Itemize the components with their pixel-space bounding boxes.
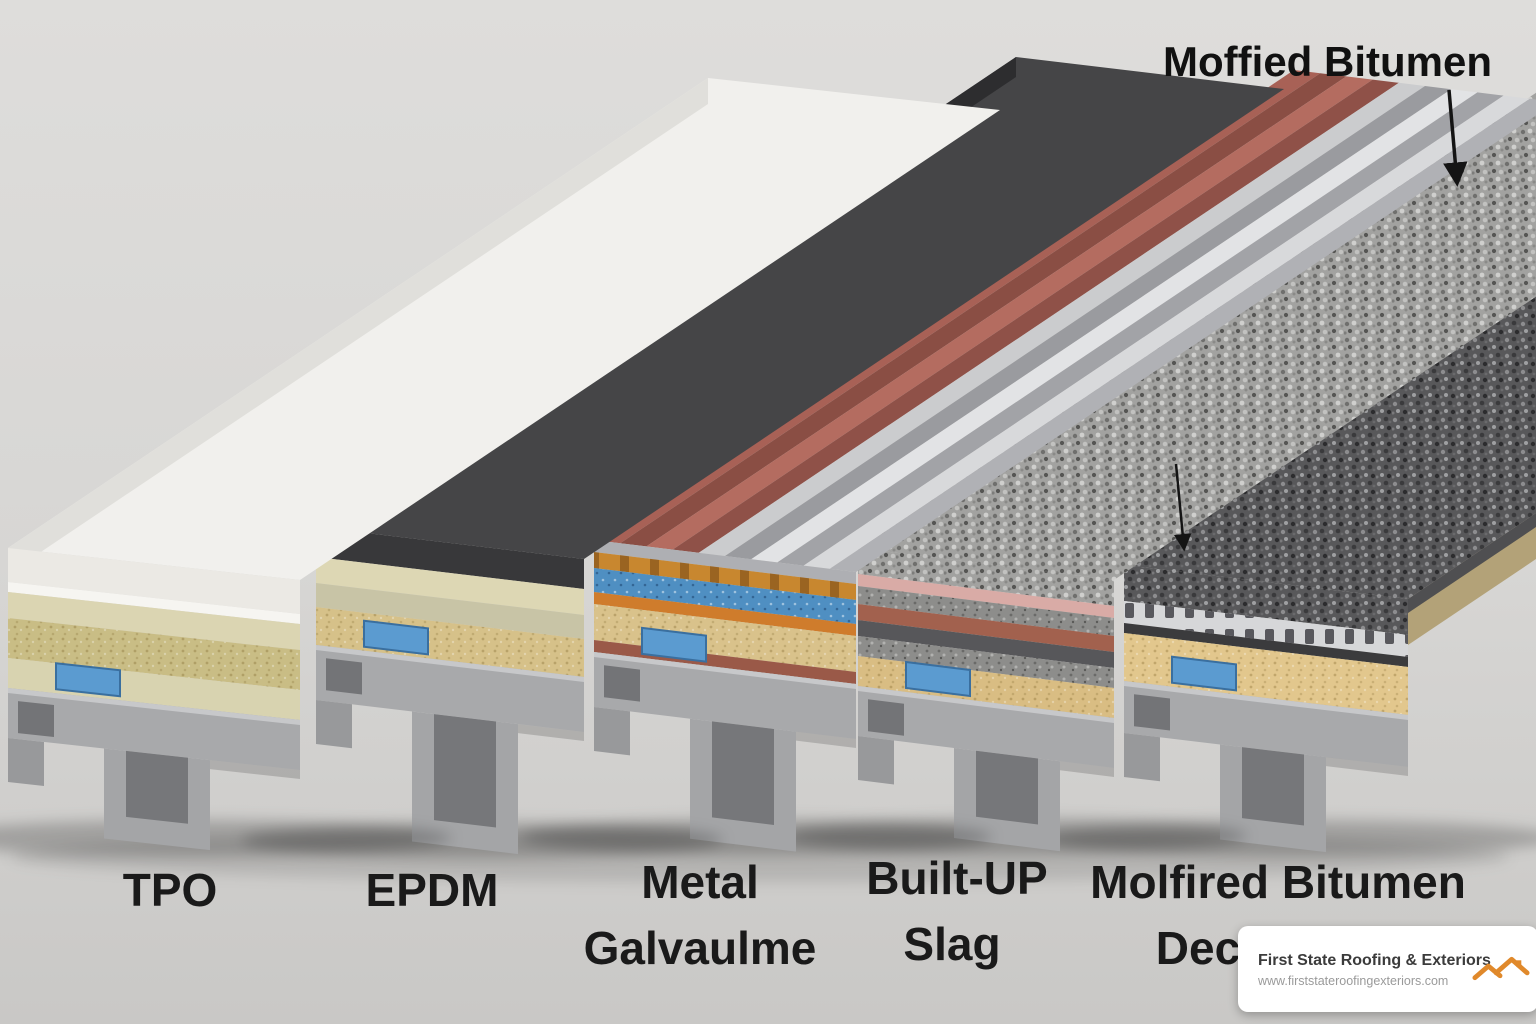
epdm-layer <box>316 583 584 639</box>
modbit-deck-edge <box>1124 681 1408 720</box>
epdm-layer <box>316 557 584 615</box>
metal-rib <box>803 95 1530 569</box>
label-metal-line2: Galvaulme <box>584 922 817 974</box>
modified-bitumen-arrow <box>1443 89 1468 187</box>
builtup-layer <box>858 548 1114 606</box>
epdm-deck-slab <box>316 645 584 732</box>
builtup-deck-notch <box>868 699 904 736</box>
builtup-layer <box>858 586 1114 636</box>
labels-group: Moffied Bitumen TPO EPDM Metal Galvaulme… <box>123 38 1492 974</box>
modbit-deck-underside <box>1326 757 1408 776</box>
label-epdm: EPDM <box>366 864 499 916</box>
modbit-deck-notch <box>1134 694 1170 731</box>
metal-deck-slab <box>594 652 856 739</box>
tpo-deck-notch <box>18 701 54 738</box>
epdm-layer <box>316 527 584 589</box>
epdm-deck-notch <box>326 658 362 695</box>
metal-deck-left-leg <box>594 707 630 756</box>
builtup-deck-leg-inner <box>976 750 1038 825</box>
builtup-deck-left-leg <box>858 736 894 785</box>
metal-rib <box>672 79 1399 553</box>
metal-layer-texture <box>594 604 856 672</box>
metal-rib <box>829 98 1536 572</box>
tpo-layer <box>8 582 300 624</box>
builtup-deck-edge <box>858 686 1114 723</box>
builtup-layer <box>858 620 1114 668</box>
metal-rib <box>751 89 1478 563</box>
tpo-deck-leg-inner <box>126 750 188 824</box>
label-metal-line1: Metal <box>641 856 759 908</box>
epdm-deck-edge <box>316 645 584 682</box>
modbit-deck-leg-inner <box>1242 747 1304 826</box>
modbit-layer <box>1124 565 1408 635</box>
metal-blue-insert <box>641 626 707 663</box>
annotation-modified-bitumen: Moffied Bitumen <box>1163 38 1492 85</box>
label-modbit-line2: Dec <box>1156 922 1240 974</box>
tpo-deck-underside <box>210 760 300 779</box>
epdm-deck-leg-inner <box>434 714 496 828</box>
modbit-blue-insert <box>1171 655 1237 692</box>
tpo-blue-insert <box>55 662 121 698</box>
epdm-deck-left-leg <box>316 700 352 749</box>
tpo-deck-slab <box>8 688 300 770</box>
epdm-top-surface <box>316 57 1284 559</box>
builtup-deck-slab <box>858 686 1114 768</box>
modbit-layer-texture <box>1124 633 1408 715</box>
tpo-assembly <box>0 78 1000 856</box>
label-builtup-line2: Slag <box>903 918 1000 970</box>
label-tpo: TPO <box>123 864 218 916</box>
roof-assemblies <box>0 57 1536 882</box>
brand-title: First State Roofing & Exteriors <box>1258 951 1491 969</box>
annotations <box>1173 89 1468 552</box>
roof-logo-icon <box>1472 956 1530 981</box>
metal-deck-underside <box>796 731 856 748</box>
metal-deck-edge <box>594 652 856 689</box>
metal-deck-notch <box>604 665 640 702</box>
tpo-top-surface <box>8 78 1000 580</box>
brand-card: First State Roofing & Exteriors www.firs… <box>1238 926 1536 1012</box>
modbit-right-strip <box>1408 513 1536 613</box>
metal-layer-texture <box>594 552 856 600</box>
metal-rib <box>646 76 1373 550</box>
metal-rib <box>620 73 1347 547</box>
modbit-layer-texture <box>1124 601 1408 657</box>
metal-layer <box>594 540 856 584</box>
modbit-deck-left-leg <box>1124 733 1160 782</box>
modbit-deck-slab <box>1124 681 1408 767</box>
tpo-side-edge <box>8 78 708 574</box>
tpo-deck-left-leg <box>8 738 44 786</box>
modbit-layer <box>1124 623 1408 667</box>
label-modbit-line1: Molfired Bitumen <box>1090 856 1466 908</box>
metal-layer-texture <box>594 568 856 624</box>
tpo-layer-texture <box>8 618 300 690</box>
tpo-layer <box>8 548 300 614</box>
modbit-top-surface <box>1124 288 1536 599</box>
builtup-deck-underside <box>1060 761 1114 777</box>
builtup-layer <box>858 604 1114 652</box>
brand-card-text: First State Roofing & Exteriors www.firs… <box>1258 951 1491 988</box>
metal-rib <box>725 86 1452 560</box>
label-builtup-line1: Built-UP <box>866 852 1047 904</box>
metal-deck-leg-inner <box>712 721 774 825</box>
metal-rib <box>698 82 1425 557</box>
epdm-deck-underside <box>518 724 584 741</box>
tpo-layer <box>8 592 300 650</box>
layer-pointer-arrow <box>1173 463 1192 552</box>
tpo-deck-edge <box>8 688 300 725</box>
builtup-blue-insert <box>905 660 971 698</box>
epdm-blue-insert <box>363 619 429 656</box>
brand-url: www.firststateroofingexteriors.com <box>1258 973 1449 988</box>
modbit-assembly <box>1044 288 1536 856</box>
metal-layer <box>594 592 856 636</box>
metal-rib <box>777 92 1504 566</box>
builtup-layer <box>858 574 1114 618</box>
builtup-layer <box>858 636 1114 688</box>
